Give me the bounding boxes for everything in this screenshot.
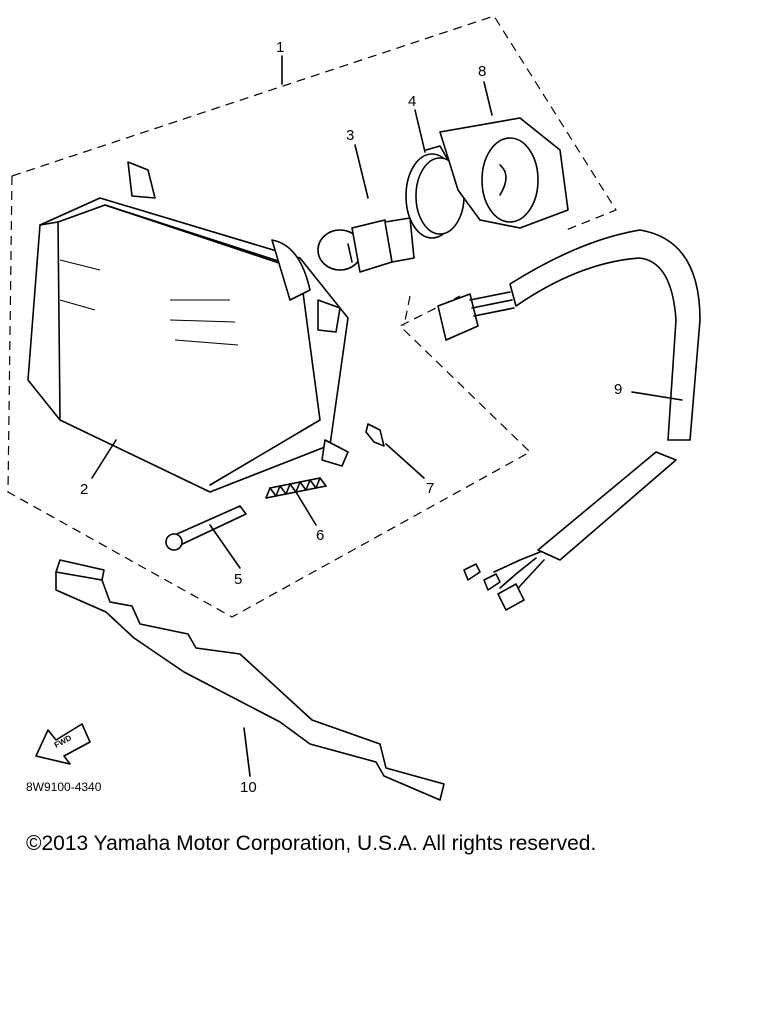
adjusting-screw xyxy=(165,505,247,551)
callout-5: 5 xyxy=(234,571,242,588)
leader-8 xyxy=(483,81,493,116)
wire-harness xyxy=(437,229,701,611)
copyright-notice: ©2013 Yamaha Motor Corporation, U.S.A. A… xyxy=(26,832,597,855)
figure-code: 8W9100-4340 xyxy=(26,780,102,794)
bulb xyxy=(317,217,415,273)
assembly-boundary xyxy=(7,15,617,618)
bulb-cover xyxy=(439,117,569,229)
callout-7: 7 xyxy=(426,480,434,497)
spring xyxy=(265,477,327,499)
callout-6: 6 xyxy=(316,527,324,544)
callout-2: 2 xyxy=(80,481,88,498)
leader-7 xyxy=(385,443,425,479)
leader-5 xyxy=(209,524,241,569)
callout-10: 10 xyxy=(240,779,257,796)
clip xyxy=(365,423,385,447)
callout-1: 1 xyxy=(276,39,284,56)
callout-3: 3 xyxy=(346,127,354,144)
leader-4 xyxy=(414,109,426,153)
callout-8: 8 xyxy=(478,63,486,80)
harness-boundary xyxy=(403,295,411,327)
leader-2 xyxy=(91,439,117,479)
bulb-holder xyxy=(405,145,465,239)
leader-9 xyxy=(631,391,683,401)
callout-9: 9 xyxy=(614,381,622,398)
headlight-unit xyxy=(27,161,349,493)
leader-10 xyxy=(243,727,251,777)
leader-6 xyxy=(295,491,317,526)
callout-4: 4 xyxy=(408,93,416,110)
bracket xyxy=(55,559,445,801)
leader-3 xyxy=(354,144,369,199)
forward-arrow-icon: FWD xyxy=(35,723,91,765)
